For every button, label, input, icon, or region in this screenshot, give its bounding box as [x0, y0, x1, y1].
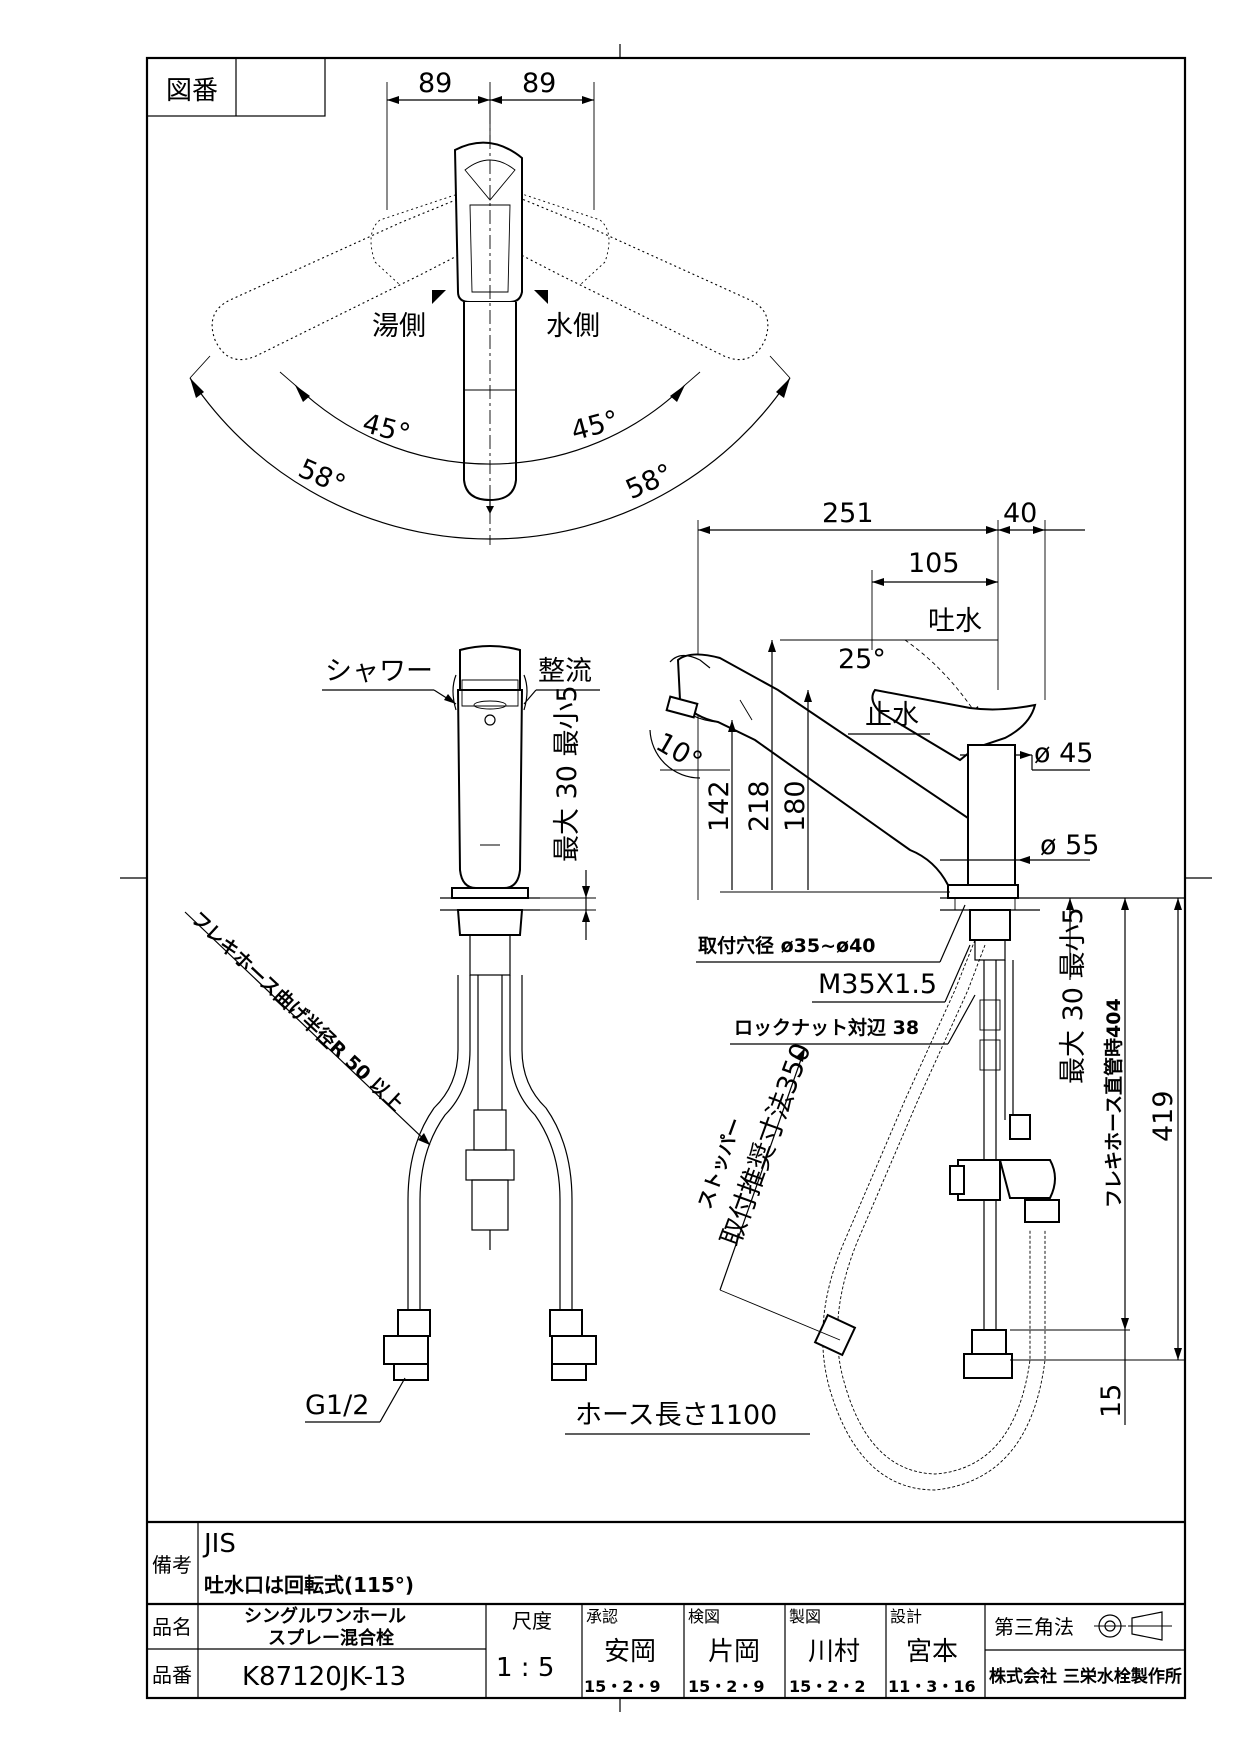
product-name-label: 品名 [152, 1615, 192, 1639]
third-angle-projection-icon [1094, 1611, 1172, 1641]
locknut-label: ロックナット対辺 38 [734, 1016, 919, 1039]
hose-bend-label: フレキホース曲げ半径R 50 以上 [187, 907, 408, 1116]
scale-label: 尺度 [512, 1609, 552, 1633]
scale-value: 1 : 5 [496, 1653, 554, 1683]
dia-55: ø 55 [1040, 830, 1099, 861]
side-max-thickness: 最大 30 最小5 [1058, 907, 1089, 1084]
product-no-label: 品番 [152, 1663, 192, 1687]
angle-25: 25° [838, 644, 886, 675]
dia-45: ø 45 [1034, 738, 1093, 769]
side-view: 251 40 105 吐水 25° 止水 ø 45 10° [649, 498, 1185, 1491]
dim-105: 105 [908, 548, 960, 579]
thread-label: G1/2 [305, 1390, 369, 1421]
drafter-label: 製図 [789, 1607, 821, 1626]
drawing-no-label: 図番 [166, 76, 218, 106]
dim-40: 40 [1003, 498, 1037, 529]
angle-outer-left: 58° [294, 453, 350, 501]
projection-label: 第三角法 [994, 1615, 1074, 1639]
cold-side-label: 水側 [546, 311, 600, 342]
angle-outer-right: 58° [621, 458, 677, 506]
dim-218: 218 [744, 780, 775, 832]
title-block: 備考 JIS 吐水口は回転式(115°) 品名 シングルワンホール スプレー混合… [147, 1520, 1185, 1698]
mount-hole-label: 取付穴径 ø35~ø40 [698, 934, 876, 957]
spout-label: 吐水 [928, 606, 982, 637]
angle-inner-right: 45° [568, 405, 622, 447]
stop-label: 止水 [865, 700, 919, 731]
dim-251: 251 [822, 498, 874, 529]
angle-inner-left: 45° [359, 408, 413, 450]
hot-side-label: 湯側 [372, 311, 426, 342]
notes-label: 備考 [152, 1553, 192, 1577]
top-dim-right: 89 [522, 68, 556, 99]
design-date: 11・3・16 [888, 1677, 976, 1696]
approval-label: 承認 [586, 1607, 618, 1626]
flexi-straight-label: フレキホース直管時404 [1102, 998, 1125, 1208]
front-max-thickness: 最大 30 最小5 [552, 685, 583, 862]
design-label: 設計 [890, 1607, 922, 1626]
product-name-line2: スプレー混合栓 [268, 1627, 394, 1649]
dim-15: 15 [1096, 1384, 1127, 1418]
dim-419: 419 [1148, 1090, 1179, 1142]
dim-180: 180 [780, 780, 811, 832]
approval-name: 安岡 [604, 1637, 656, 1667]
thread-m35: M35X1.5 [818, 969, 937, 1000]
note-2: 吐水口は回転式(115°) [204, 1573, 414, 1597]
drafter-date: 15・2・2 [789, 1677, 866, 1696]
top-dim-left: 89 [418, 68, 452, 99]
check-date: 15・2・9 [688, 1677, 765, 1696]
check-name: 片岡 [708, 1637, 760, 1667]
approval-date: 15・2・9 [584, 1677, 661, 1696]
product-name-line1: シングルワンホール [244, 1605, 406, 1627]
stream-label: 整流 [538, 656, 592, 687]
front-view: シャワー 整流 最大 30 最小5 [184, 645, 810, 1435]
note-1: JIS [202, 1529, 236, 1559]
top-view: 89 89 湯側 水側 45° 45° [189, 68, 791, 545]
check-label: 検図 [688, 1607, 720, 1626]
hose-length-label: ホース長さ1100 [575, 1400, 777, 1431]
drafter-name: 川村 [808, 1637, 860, 1667]
shower-label: シャワー [325, 656, 433, 687]
product-no: K87120JK-13 [242, 1662, 406, 1692]
company-name: 株式会社 三栄水栓製作所 [989, 1666, 1182, 1687]
design-name: 宮本 [906, 1637, 958, 1667]
dim-142: 142 [704, 780, 735, 832]
